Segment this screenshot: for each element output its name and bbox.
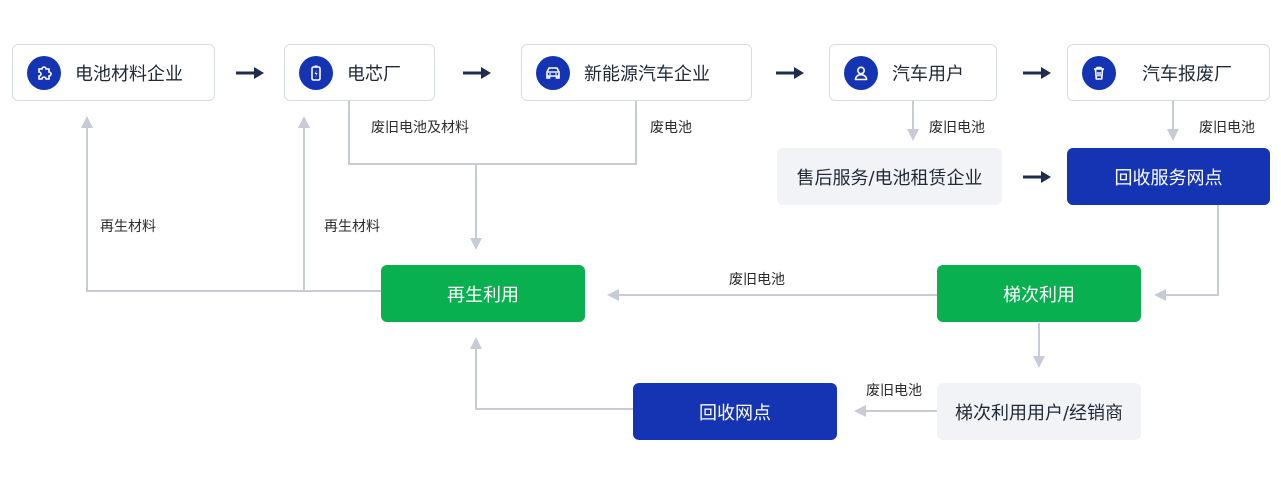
node-recycle-point: 回收网点 <box>633 383 837 440</box>
user-icon <box>844 55 878 90</box>
edge-label-regen-material-1: 再生材料 <box>100 219 156 235</box>
node-label: 售后服务/电池租赁企业 <box>796 167 983 189</box>
edge-label-waste-battery-cascade: 废旧电池 <box>729 272 785 288</box>
edge-label-regen-material-2: 再生材料 <box>324 219 380 235</box>
node-scrap-factory: 汽车报废厂 <box>1067 44 1270 101</box>
node-label: 梯次利用 <box>1003 284 1075 306</box>
node-label: 再生利用 <box>447 284 519 306</box>
battery-icon <box>299 55 333 90</box>
node-label: 梯次利用用户/经销商 <box>954 402 1124 424</box>
node-battery-material: 电池材料企业 <box>12 44 215 101</box>
node-label: 汽车用户 <box>892 63 964 85</box>
node-label: 新能源汽车企业 <box>584 63 710 85</box>
node-regeneration: 再生利用 <box>381 265 585 322</box>
car-icon <box>536 55 570 90</box>
node-car-user: 汽车用户 <box>829 44 997 101</box>
node-cascade-utilization: 梯次利用 <box>937 265 1141 322</box>
node-label: 电芯厂 <box>347 63 401 85</box>
puzzle-icon <box>27 55 61 90</box>
node-label: 电池材料企业 <box>75 63 183 85</box>
node-nev-company: 新能源汽车企业 <box>521 44 752 101</box>
node-recycle-service-point: 回收服务网点 <box>1067 148 1270 205</box>
node-label: 回收网点 <box>699 402 771 424</box>
node-label: 汽车报废厂 <box>1142 63 1232 85</box>
node-cascade-user: 梯次利用用户/经销商 <box>937 383 1141 440</box>
edge-label-waste-battery-scrap: 废旧电池 <box>1199 120 1255 136</box>
edge-label-waste-battery-dealer: 废旧电池 <box>866 383 922 399</box>
trash-icon <box>1082 55 1116 90</box>
edge-label-waste-battery-material: 废旧电池及材料 <box>371 120 469 136</box>
node-cell-factory: 电芯厂 <box>284 44 435 101</box>
edge-label-waste-battery-nev: 废电池 <box>650 120 692 136</box>
edge-label-waste-battery-user: 废旧电池 <box>929 120 985 136</box>
node-aftersales: 售后服务/电池租赁企业 <box>777 148 1002 205</box>
node-label: 回收服务网点 <box>1114 167 1223 189</box>
